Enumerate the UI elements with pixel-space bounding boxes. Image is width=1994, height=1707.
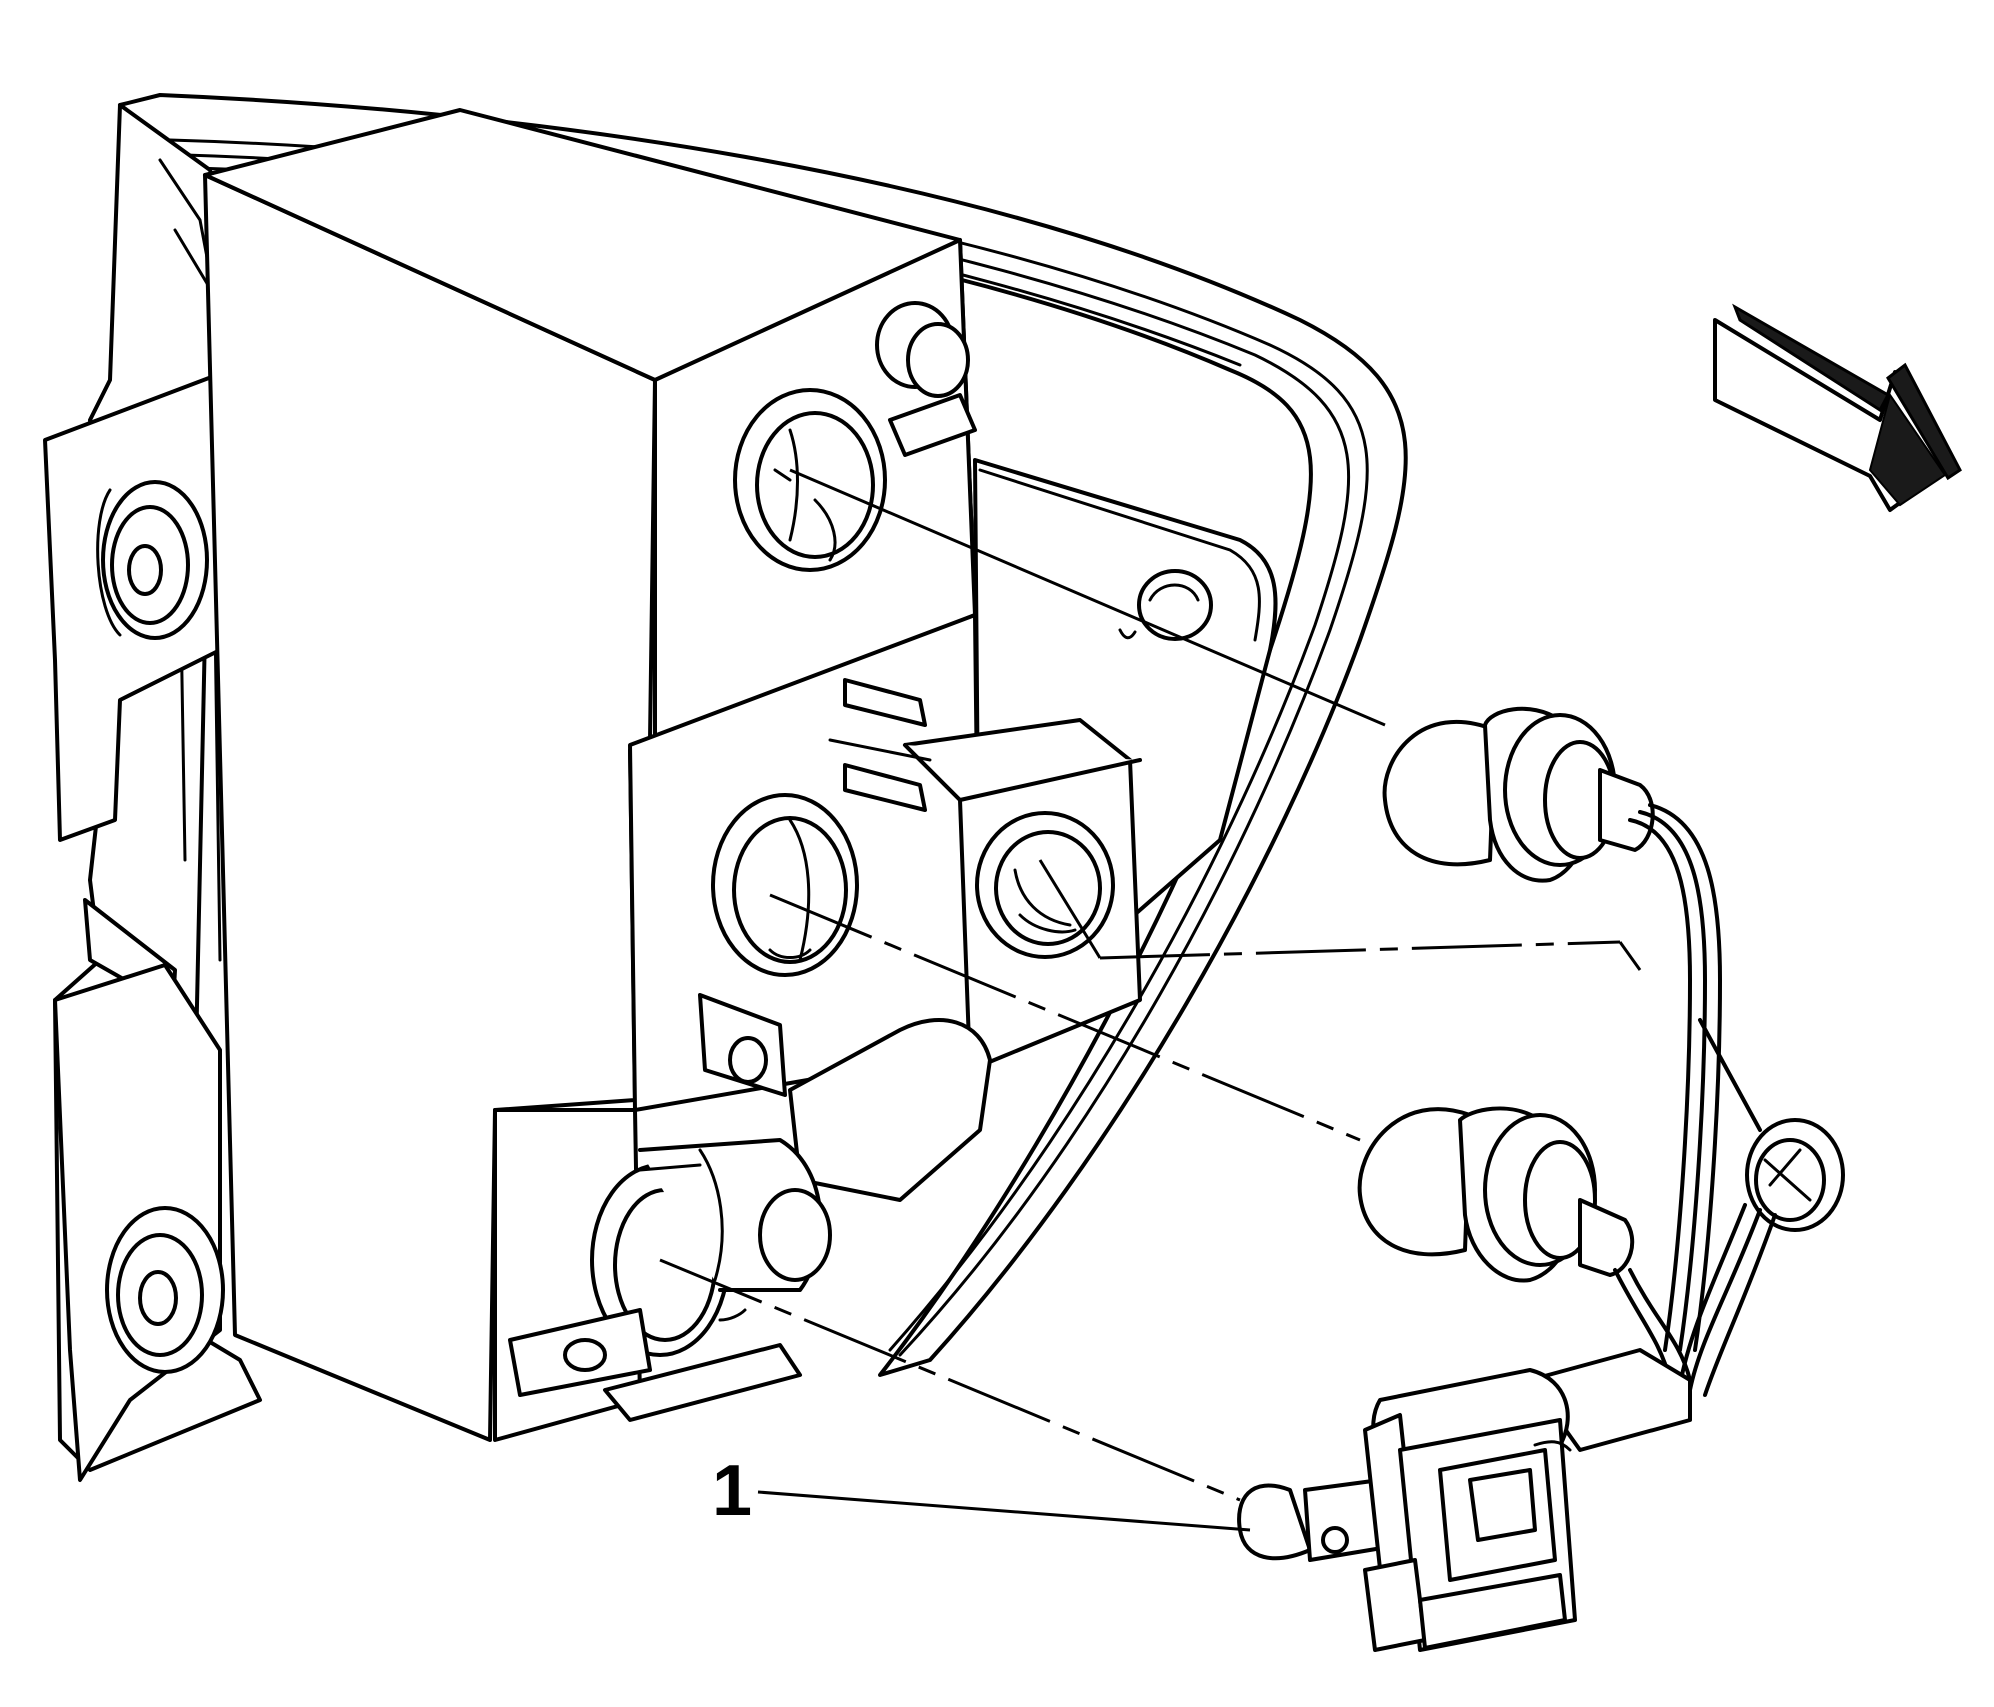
- forward-direction-arrow-icon: [1713, 303, 1962, 512]
- locating-stud: [788, 1018, 992, 1202]
- upper-bulb-socket: [1483, 706, 1655, 883]
- lamp-housing-body: [203, 108, 1278, 1442]
- middle-bulb: [1357, 1107, 1472, 1257]
- middle-bulb-socket-opening: [711, 793, 859, 977]
- upper-bulb: [1382, 720, 1497, 867]
- locating-post-top: [875, 301, 977, 457]
- side-mounting-hole: [1118, 569, 1213, 641]
- retaining-clips: [828, 678, 932, 812]
- middle-right-socket-block: [903, 718, 1142, 1072]
- callout-label-1: 1: [712, 1451, 753, 1531]
- harness-connector: [1363, 1348, 1692, 1652]
- lower-bracket-tabs: [508, 1308, 802, 1422]
- mounting-tab-slot: [698, 993, 787, 1097]
- lower-mounting-bracket: [53, 963, 225, 1482]
- side-marker-socket: [1745, 1118, 1845, 1232]
- middle-bulb-socket: [1458, 1106, 1635, 1283]
- assembly-leader-lines: [659, 468, 1642, 1532]
- lower-bulb-socket-opening: [590, 1138, 832, 1357]
- wiring-harness: [1613, 803, 1777, 1397]
- upper-mounting-bracket: [43, 368, 232, 842]
